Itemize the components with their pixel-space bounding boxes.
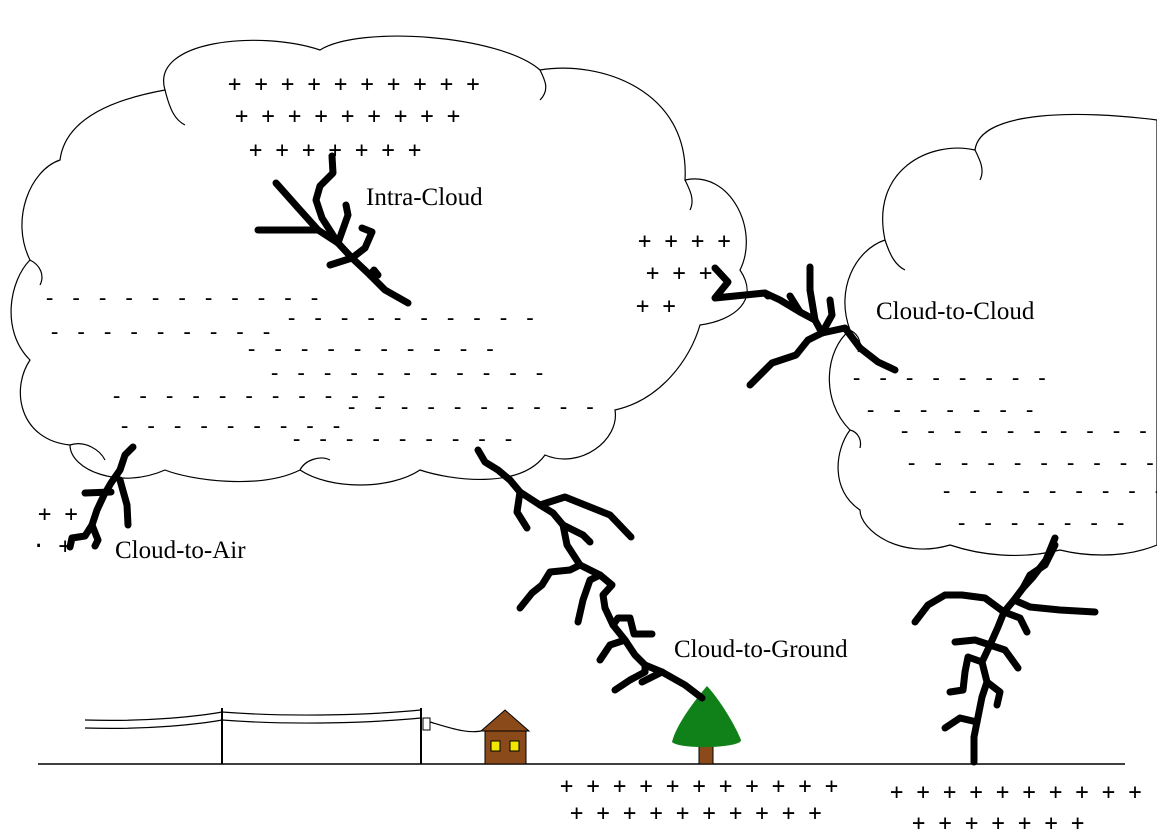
charge-row: - - - - - - - - - - - [43, 286, 321, 311]
left-cloud-inner [29, 69, 693, 471]
right-cloud [828, 113, 1157, 557]
tree [672, 686, 742, 765]
charge-row: + + + + [638, 229, 731, 254]
right-cloud-inner [849, 149, 983, 449]
charge-row: + + + + + + + + + + + [560, 774, 838, 799]
charge-row: - - - - - - - - - [940, 479, 1157, 504]
cloud1-negative-charges: - - - - - - - - - - - - - - - - - - - - … [43, 286, 597, 452]
charge-row: + + + + + + + + + [235, 104, 460, 129]
charge-row: + + + [646, 261, 712, 286]
cloud-to-ground-bolt [474, 446, 706, 702]
transformer [422, 717, 431, 731]
charge-row: + + [38, 502, 78, 527]
right-cloud-to-ground-bolt [911, 534, 1099, 766]
charge-row: + + + + + + + + + + [890, 780, 1142, 805]
house-window [509, 740, 520, 752]
house-window [490, 740, 501, 752]
charge-row: - - - - - - - [955, 511, 1127, 536]
label-cloud-to-air: Cloud-to-Air [115, 537, 246, 564]
charge-row: · + [32, 534, 72, 559]
ground-left-positive-charges: + + + + + + + + + + + + + + + + + + + + … [560, 774, 838, 826]
cloud2-negative-charges: - - - - - - - - - - - - - - - - - - - - … [850, 366, 1157, 536]
charge-row: - - - - - - - - - - [245, 337, 497, 362]
ground-right-positive-charges: + + + + + + + + + + + + + + + + + [890, 780, 1142, 836]
charge-row: - - - - - - - - - [290, 427, 515, 452]
label-intra-cloud: Intra-Cloud [366, 184, 483, 211]
charge-row: - - - - - - - - - - [345, 395, 597, 420]
label-cloud-to-ground: Cloud-to-Ground [674, 636, 848, 663]
left-cloud [10, 35, 748, 486]
charge-row: - - - - - - - - - - - [110, 384, 388, 409]
cloud-to-air-bolt [66, 443, 137, 551]
charge-row: - - - - - - - - - - - - [898, 419, 1157, 444]
charge-row: - - - - - - - - - - [905, 451, 1157, 476]
charge-row: + + + + + + + + + + [570, 801, 822, 826]
charge-row: - - - - - - - - - - [285, 306, 537, 331]
charge-row: + + + + + + + [912, 811, 1084, 836]
label-cloud-to-cloud: Cloud-to-Cloud [876, 298, 1035, 325]
charge-row: - - - - - - - - - - - [268, 361, 546, 386]
charge-row: + + [636, 294, 676, 319]
charge-row: + + + + + + + [249, 138, 421, 163]
charge-row: - - - - - - - - - [118, 414, 343, 439]
charge-row: + + + + + + + + + + [228, 72, 480, 97]
charge-row: - - - - - - - [864, 398, 1036, 423]
charge-row: - - - - - - - - [850, 366, 1049, 391]
cloud1-positive-charges: + + + + + + + + + + + + + + + + + + + + … [228, 72, 480, 163]
charge-row: - - - - - - - - - [48, 320, 273, 345]
cloud-to-cloud-bolt [711, 263, 899, 389]
power-lines [84, 708, 486, 764]
intra-cloud-bolt [254, 152, 412, 307]
cloud1-right-positive-charges: + + + + + + + + + [636, 229, 731, 319]
air-positive-charges: + + · + [32, 502, 78, 559]
house [479, 709, 531, 765]
